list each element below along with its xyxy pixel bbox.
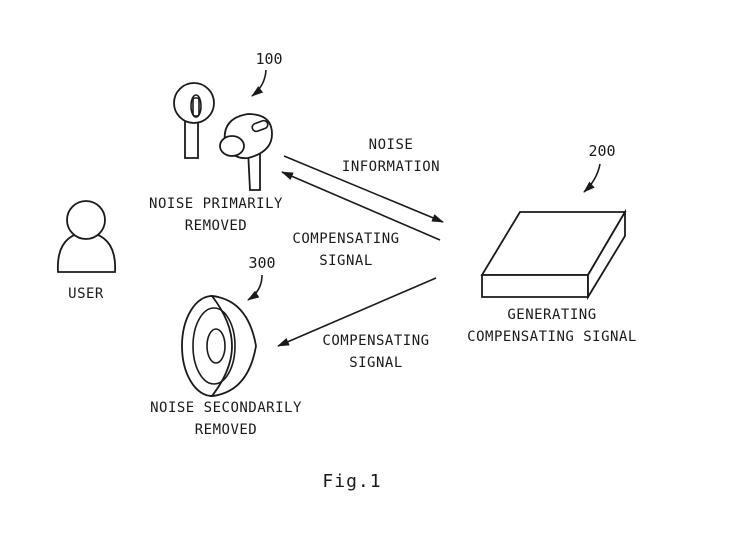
noise-information-arrow [283, 155, 444, 223]
speaker-icon [181, 294, 257, 398]
noise-information-label-line1: NOISE [369, 137, 414, 153]
speaker-reference-leader [247, 274, 263, 301]
compensating-signal-arrow-lower [277, 277, 437, 347]
generator-box [480, 208, 627, 301]
noise-information-label-line2: INFORMATION [342, 159, 440, 175]
speaker-label-line2: REMOVED [195, 422, 258, 438]
user-label: USER [68, 286, 104, 302]
compensating-signal-upper-line1: COMPENSATING [292, 231, 399, 247]
generator-reference: 200 [588, 142, 615, 160]
earbuds-reference: 100 [255, 50, 282, 68]
user-icon [57, 200, 116, 273]
compensating-signal-arrow-upper [281, 171, 441, 241]
earbuds-reference-leader [251, 69, 267, 97]
generator-reference-leader [583, 163, 601, 193]
figure-caption: Fig.1 [322, 471, 381, 492]
compensating-signal-lower-line1: COMPENSATING [322, 333, 429, 349]
compensating-signal-upper-line2: SIGNAL [319, 253, 373, 269]
generator-label-line2: COMPENSATING SIGNAL [467, 329, 637, 345]
generator-label-line1: GENERATING [507, 307, 596, 323]
earbuds-label-line1: NOISE PRIMARILY [149, 196, 283, 212]
earbuds-icon [173, 82, 273, 191]
speaker-reference: 300 [248, 254, 275, 272]
earbuds-label-line2: REMOVED [185, 218, 248, 234]
speaker-label-line1: NOISE SECONDARILY [150, 400, 302, 416]
compensating-signal-lower-line2: SIGNAL [349, 355, 403, 371]
